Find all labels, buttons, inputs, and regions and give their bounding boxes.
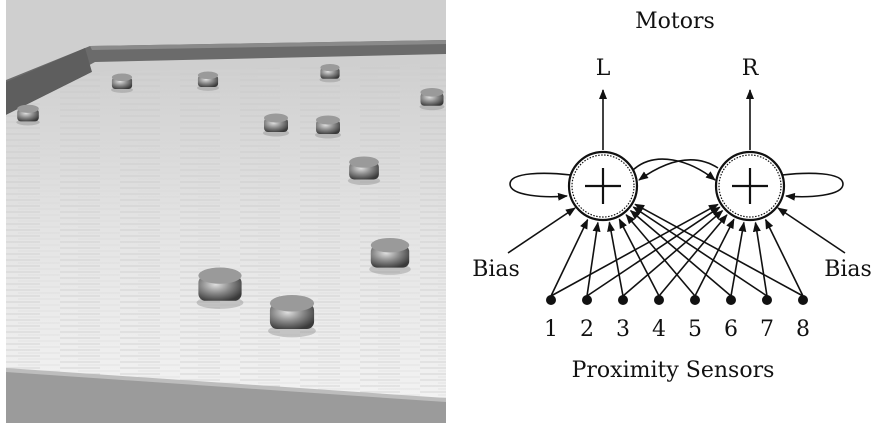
robot [369, 238, 411, 275]
front-wall-top [6, 368, 446, 402]
robot [263, 113, 289, 137]
sensor-6-to-left-connection [629, 209, 732, 297]
sensor-7-to-left-connection [632, 206, 768, 297]
motor-right-label: R [742, 56, 760, 81]
sensor-2-to-left-connection [586, 221, 601, 297]
left-to-right-connection [632, 158, 716, 181]
front-wall [6, 370, 446, 423]
sensor-1-to-left-connection [550, 218, 589, 297]
sensor-1-dot [546, 295, 556, 305]
back-wall-top [90, 40, 446, 50]
sensor-4-number: 4 [652, 317, 666, 342]
sensor-4-to-left-connection [618, 218, 660, 297]
robot [315, 115, 341, 139]
sensor-6-number: 6 [724, 317, 738, 342]
sensor-5-to-left-connection [625, 214, 696, 297]
robot [196, 267, 244, 309]
right-to-left-connection [638, 159, 719, 181]
sensor-2-number: 2 [580, 317, 594, 342]
robot [347, 156, 381, 186]
floor-texture [6, 64, 446, 400]
right-self-loop [781, 172, 844, 201]
sensor-2-to-right-connection [586, 206, 721, 297]
left-wall [6, 48, 92, 115]
sensors-label: Proximity Sensors [572, 358, 775, 383]
sensor-8-to-right-connection [764, 218, 804, 297]
robot [319, 64, 341, 83]
sensor-8-dot [798, 295, 808, 305]
arena-render [6, 0, 446, 423]
sensor-4-dot [654, 295, 664, 305]
sensor-8-number: 8 [796, 317, 810, 342]
left-self-loop [509, 172, 572, 201]
sensor-5-number: 5 [688, 317, 702, 342]
back-wall [6, 40, 446, 110]
sensor-7-dot [762, 295, 772, 305]
sensor-3-number: 3 [616, 317, 630, 342]
robot [419, 88, 445, 111]
sensor-7-number: 7 [760, 317, 774, 342]
sensor-5-dot [690, 295, 700, 305]
sensor-3-to-right-connection [622, 210, 724, 297]
motor-left-label: L [596, 56, 611, 81]
bias-right-label: Bias [824, 257, 872, 282]
robot [197, 71, 219, 91]
sensor-4-to-right-connection [658, 214, 728, 297]
sensor-6-to-right-connection [730, 221, 747, 297]
sensor-6-dot [726, 295, 736, 305]
sensor-7-to-right-connection [752, 221, 768, 297]
sensor-3-to-left-connection [607, 221, 624, 297]
left-neuron [567, 150, 639, 222]
robot [111, 73, 133, 93]
bias-left-arrow [507, 207, 576, 254]
sensor-5-to-right-connection [694, 218, 735, 297]
sensor-2-dot [582, 295, 592, 305]
right-neuron [714, 150, 786, 222]
sensor-1-number: 1 [544, 317, 558, 342]
robot [268, 295, 316, 338]
sensor-3-dot [618, 295, 628, 305]
sensor-8-to-left-connection [634, 203, 804, 297]
bias-right-arrow [777, 207, 846, 254]
bias-left-label: Bias [472, 257, 520, 282]
motors-label: Motors [635, 9, 715, 34]
robot [16, 104, 40, 126]
